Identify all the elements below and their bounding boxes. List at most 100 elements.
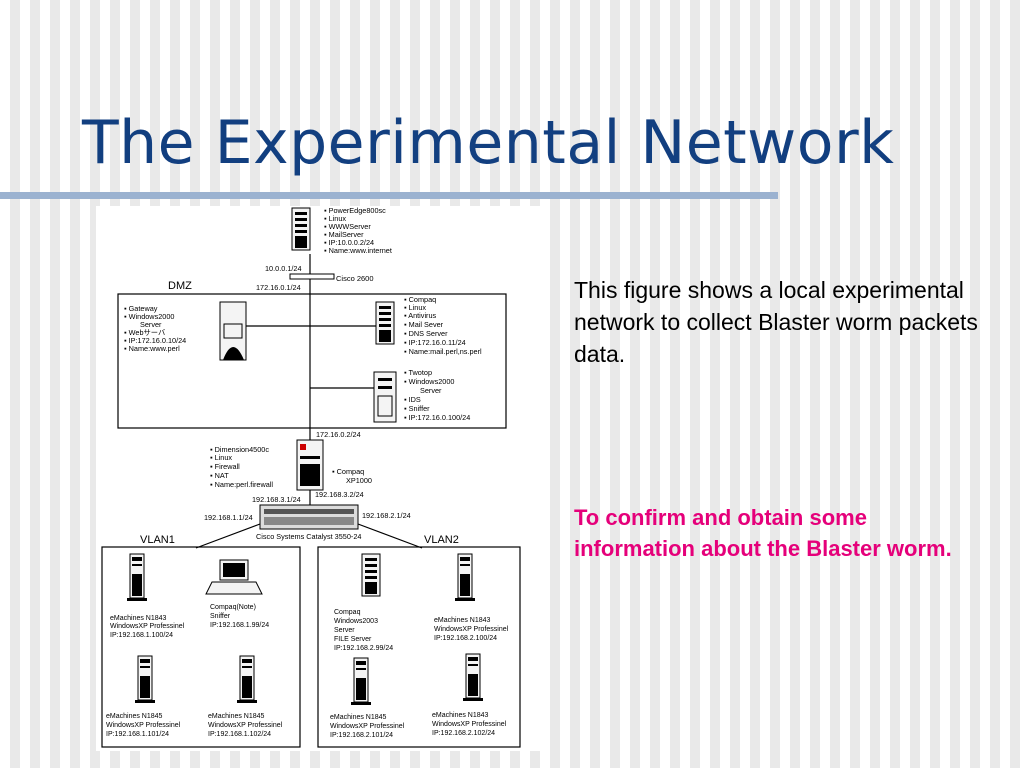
switch-icon bbox=[259, 504, 359, 530]
svg-text:WindowsXP Professinel: WindowsXP Professinel bbox=[106, 722, 181, 729]
svg-text:▪ MailServer: ▪ MailServer bbox=[324, 230, 364, 239]
svg-text:▪ Twotop: ▪ Twotop bbox=[404, 368, 432, 377]
vlan2-pc-a-icon bbox=[454, 553, 476, 602]
compaq-xp-specs: ▪ Compaq XP1000 bbox=[332, 467, 372, 485]
dmz-label: DMZ bbox=[168, 280, 192, 292]
svg-text:Sniffer: Sniffer bbox=[210, 613, 231, 620]
svg-text:IP:192.168.2.102/24: IP:192.168.2.102/24 bbox=[432, 730, 495, 737]
svg-text:▪ Webサーバ: ▪ Webサーバ bbox=[124, 328, 165, 337]
svg-text:eMachines N1843: eMachines N1843 bbox=[110, 615, 167, 622]
vlan2-server-specs: Compaq Windows2003 Server FILE Server IP… bbox=[334, 609, 393, 652]
vlan1-pc-c-specs: eMachines N1845 WindowsXP Professinel IP… bbox=[208, 713, 283, 738]
router-icon bbox=[289, 273, 335, 280]
title-underline bbox=[0, 192, 778, 199]
ip-192-168-1-1: 192.168.1.1/24 bbox=[204, 513, 253, 522]
svg-text:▪ IP:172.16.0.10/24: ▪ IP:172.16.0.10/24 bbox=[124, 336, 186, 345]
svg-text:WindowsXP Professinel: WindowsXP Professinel bbox=[434, 626, 509, 633]
svg-text:▪ Firewall: ▪ Firewall bbox=[210, 462, 240, 471]
svg-text:▪ Name:www.perl: ▪ Name:www.perl bbox=[124, 344, 180, 353]
svg-text:IP:192.168.2.99/24: IP:192.168.2.99/24 bbox=[334, 645, 393, 652]
svg-text:eMachines N1845: eMachines N1845 bbox=[330, 714, 387, 721]
ip-192-168-3-2: 192.168.3.2/24 bbox=[315, 490, 364, 499]
gateway-specs: ▪ Gateway ▪ Windows2000 Server ▪ Webサーバ … bbox=[124, 304, 186, 353]
router-name: Cisco 2600 bbox=[336, 274, 374, 283]
svg-text:Server: Server bbox=[420, 386, 442, 395]
svg-text:▪ Linux: ▪ Linux bbox=[324, 214, 346, 223]
top-server-specs: ▪ PowerEdge800sc ▪ Linux ▪ WWWServer ▪ M… bbox=[324, 206, 392, 255]
svg-text:eMachines N1843: eMachines N1843 bbox=[434, 617, 491, 624]
gateway-server-icon bbox=[219, 301, 247, 361]
vlan2-server-icon bbox=[361, 553, 381, 597]
compaq-linux-specs: ▪ Compaq ▪ Linux ▪ Antivirus ▪ Mail Seve… bbox=[404, 295, 482, 356]
svg-text:FILE Server: FILE Server bbox=[334, 636, 372, 643]
svg-text:▪ IP:10.0.0.2/24: ▪ IP:10.0.0.2/24 bbox=[324, 238, 374, 247]
svg-text:▪ Name:www.internet: ▪ Name:www.internet bbox=[324, 246, 392, 255]
svg-text:Compaq(Note): Compaq(Note) bbox=[210, 604, 256, 611]
slide-emphasis: To confirm and obtain some information a… bbox=[574, 505, 952, 561]
svg-text:▪ Windows2000: ▪ Windows2000 bbox=[124, 312, 174, 321]
router-ip-top: 10.0.0.1/24 bbox=[265, 264, 302, 273]
svg-text:▪ Dimension4500c: ▪ Dimension4500c bbox=[210, 445, 269, 454]
svg-text:IP:192.168.1.102/24: IP:192.168.1.102/24 bbox=[208, 731, 271, 738]
svg-text:WindowsXP Professinel: WindowsXP Professinel bbox=[330, 723, 405, 730]
svg-text:IP:192.168.1.101/24: IP:192.168.1.101/24 bbox=[106, 731, 169, 738]
vlan2-label: VLAN2 bbox=[424, 534, 459, 546]
vlan1-laptop-icon bbox=[205, 559, 263, 595]
firewall-icon bbox=[296, 439, 324, 491]
svg-text:▪ Sniffer: ▪ Sniffer bbox=[404, 404, 430, 413]
svg-text:▪ Mail Sever: ▪ Mail Sever bbox=[404, 320, 444, 329]
twotop-specs: ▪ Twotop ▪ Windows2000 Server ▪ IDS ▪ Sn… bbox=[404, 368, 470, 422]
svg-text:IP:192.168.1.99/24: IP:192.168.1.99/24 bbox=[210, 622, 269, 629]
vlan2-pc-c-specs: eMachines N1843 WindowsXP Professinel IP… bbox=[432, 712, 507, 737]
svg-text:▪ Name:mail.perl,ns.perl: ▪ Name:mail.perl,ns.perl bbox=[404, 347, 482, 356]
network-diagram: ▪ PowerEdge800sc ▪ Linux ▪ WWWServer ▪ M… bbox=[96, 206, 548, 751]
vlan1-zone bbox=[101, 546, 301, 748]
vlan1-pc-b-icon bbox=[134, 655, 156, 704]
switch-name: Cisco Systems Catalyst 3550-24 bbox=[256, 532, 361, 541]
ip-192-168-3-1: 192.168.3.1/24 bbox=[252, 495, 301, 504]
router-ip-bottom: 172.16.0.1/24 bbox=[256, 283, 301, 292]
svg-text:▪ WWWServer: ▪ WWWServer bbox=[324, 222, 371, 231]
svg-text:▪ Compaq: ▪ Compaq bbox=[404, 295, 436, 304]
svg-text:WindowsXP Professinel: WindowsXP Professinel bbox=[432, 721, 507, 728]
svg-text:▪ Linux: ▪ Linux bbox=[210, 453, 232, 462]
svg-text:WindowsXP Professinel: WindowsXP Professinel bbox=[110, 623, 185, 630]
firewall-ip-top: 172.16.0.2/24 bbox=[316, 430, 361, 439]
vlan2-uplink bbox=[357, 523, 423, 549]
svg-text:Server: Server bbox=[334, 627, 355, 634]
compaq-linux-icon bbox=[375, 301, 395, 345]
svg-text:▪ Linux: ▪ Linux bbox=[404, 303, 426, 312]
svg-text:WindowsXP Professinel: WindowsXP Professinel bbox=[208, 722, 283, 729]
vlan1-pc-b-specs: eMachines N1845 WindowsXP Professinel IP… bbox=[106, 713, 181, 738]
svg-text:Server: Server bbox=[140, 320, 162, 329]
vlan1-pc-a-specs: eMachines N1843 WindowsXP Professinel IP… bbox=[110, 615, 185, 639]
vlan2-pc-a-specs: eMachines N1843 WindowsXP Professinel IP… bbox=[434, 617, 509, 642]
svg-text:Compaq: Compaq bbox=[334, 609, 361, 616]
twotop-icon bbox=[373, 371, 397, 423]
svg-text:▪ IP:172.16.0.11/24: ▪ IP:172.16.0.11/24 bbox=[404, 338, 466, 347]
dmz-zone bbox=[117, 293, 507, 429]
svg-text:▪ DNS Server: ▪ DNS Server bbox=[404, 329, 448, 338]
svg-text:eMachines N1843: eMachines N1843 bbox=[432, 712, 489, 719]
vlan2-zone bbox=[317, 546, 521, 748]
svg-text:▪ IP:172.16.0.100/24: ▪ IP:172.16.0.100/24 bbox=[404, 413, 470, 422]
vlan1-label: VLAN1 bbox=[140, 534, 175, 546]
svg-text:eMachines N1845: eMachines N1845 bbox=[106, 713, 163, 720]
svg-text:▪ Windows2000: ▪ Windows2000 bbox=[404, 377, 454, 386]
svg-text:▪ Antivirus: ▪ Antivirus bbox=[404, 311, 437, 320]
vlan1-uplink bbox=[195, 523, 261, 549]
svg-text:▪ IDS: ▪ IDS bbox=[404, 395, 421, 404]
vlan2-pc-b-icon bbox=[350, 657, 372, 706]
svg-text:eMachines N1845: eMachines N1845 bbox=[208, 713, 265, 720]
firewall-specs: ▪ Dimension4500c ▪ Linux ▪ Firewall ▪ NA… bbox=[210, 445, 273, 489]
top-server-icon bbox=[291, 207, 311, 251]
slide-title: The Experimental Network bbox=[82, 108, 895, 178]
svg-text:Windows2003: Windows2003 bbox=[334, 618, 378, 625]
svg-text:▪ Name:perl.firewall: ▪ Name:perl.firewall bbox=[210, 480, 273, 489]
vlan2-pc-c-icon bbox=[462, 653, 484, 702]
ip-192-168-2-1: 192.168.2.1/24 bbox=[362, 511, 411, 520]
svg-text:XP1000: XP1000 bbox=[346, 476, 372, 485]
svg-text:IP:192.168.2.100/24: IP:192.168.2.100/24 bbox=[434, 635, 497, 642]
svg-text:IP:192.168.1.100/24: IP:192.168.1.100/24 bbox=[110, 632, 173, 639]
svg-text:▪ Compaq: ▪ Compaq bbox=[332, 467, 364, 476]
